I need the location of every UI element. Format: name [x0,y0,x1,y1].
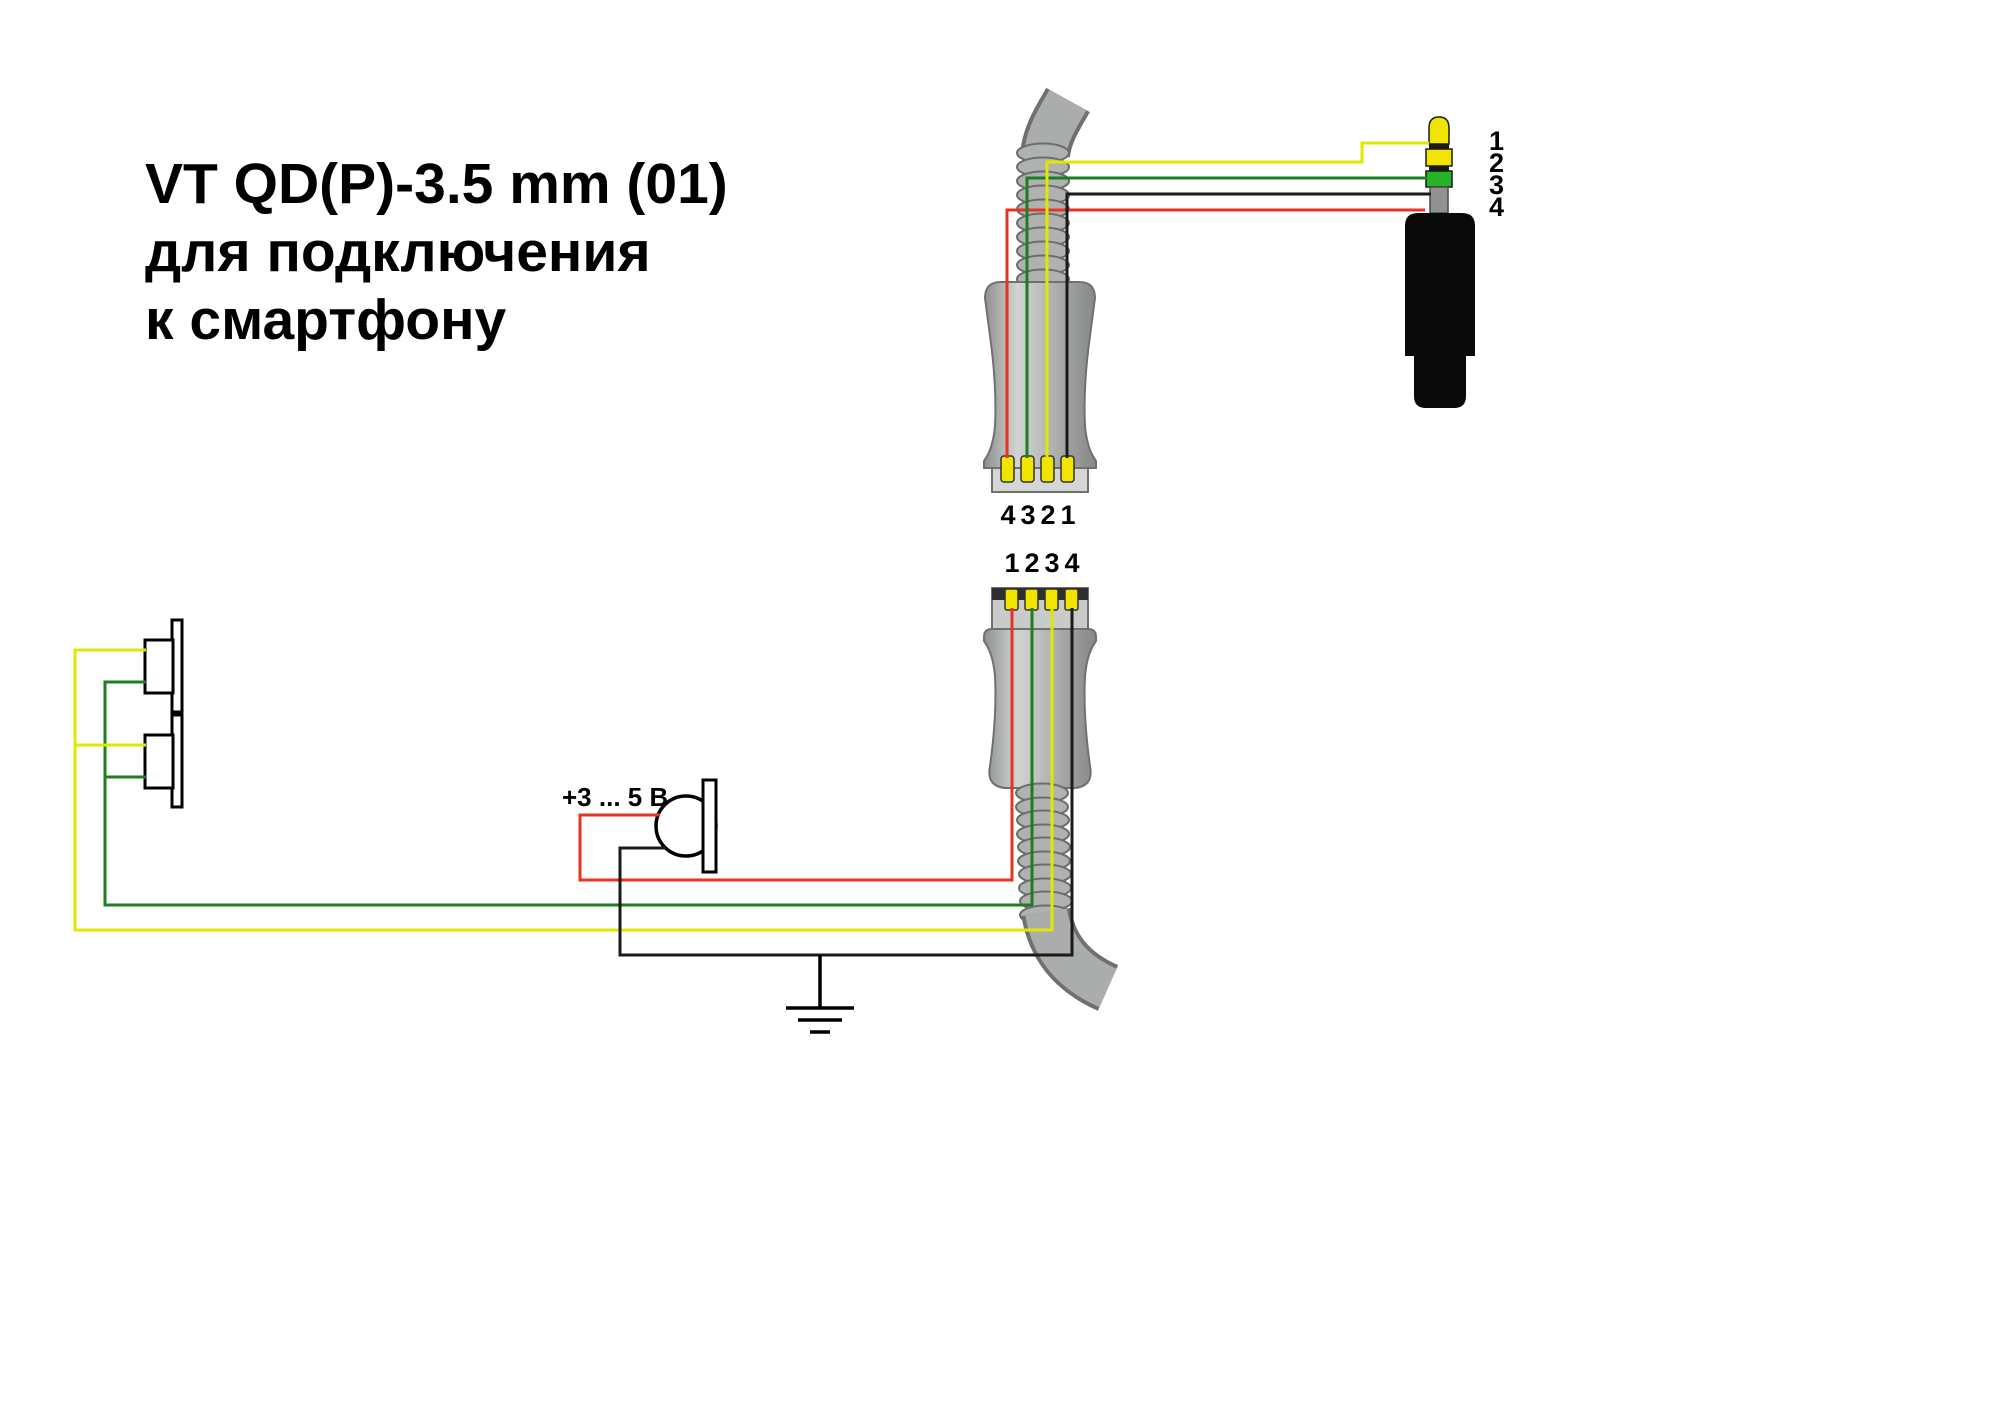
wire-green-top [1025,176,1427,458]
jack-pin-4-label: 4 [1489,192,1504,222]
connector-contacts-top [1000,455,1075,483]
ground-symbol [786,955,854,1034]
top-connector-pin-labels: 4 3 2 1 [1000,500,1075,530]
speaker-upper [143,618,184,714]
speaker-lower-box [143,733,175,790]
jack-pin-2-label: 2 [1489,148,1504,178]
wire-red-top [1005,208,1425,458]
microphone: +3 ... 5 В [562,778,718,874]
jack-handle-lower [1414,356,1466,408]
microphone-membrane [701,778,718,874]
bottom-pin-3-label: 3 [1044,548,1059,578]
qd-connector-bottom: 1 2 3 4 [983,548,1119,1011]
connector-contacts-bottom [1004,588,1079,611]
jack-separator-2 [1429,166,1449,171]
qd-connector-top: 4 3 2 1 [983,87,1097,530]
title-line-1: VT QD(P)-3.5 mm (01) [145,152,728,216]
jack-tip [1428,116,1450,145]
connector-body-bottom [983,628,1097,789]
top-pin-3-label: 3 [1020,500,1035,530]
strain-relief-top [1016,142,1070,290]
jack-pin-labels: 1 2 3 4 [1489,126,1504,222]
page-title: VT QD(P)-3.5 mm (01) для подключения к с… [145,150,728,354]
bottom-pin-2-label: 2 [1024,548,1039,578]
jack-ring-1 [1425,148,1453,167]
jack-pin-1-label: 1 [1489,126,1504,156]
wire-black-top [1065,192,1431,458]
wire-black-ground [618,608,1074,957]
top-pin-1-label: 1 [1060,500,1075,530]
jack-sleeve-shaft [1429,186,1449,214]
wire-red-mic [578,608,1014,882]
title-line-3: к смартфону [145,288,507,352]
wires-top [1005,141,1431,458]
jack-separator-1 [1429,144,1449,149]
wire-yellow-top [1045,141,1429,458]
speaker-upper-box [143,638,175,695]
wire-green-speakers [103,608,1034,907]
wire-yellow-speakers [73,608,1054,932]
jack-ring-2 [1425,170,1453,188]
bottom-pin-1-label: 1 [1004,548,1019,578]
strain-relief-bottom [1015,782,1073,926]
title-line-2: для подключения [145,220,651,284]
connector-body-top [983,281,1097,469]
bottom-pin-4-label: 4 [1064,548,1079,578]
jack-handle-upper [1405,213,1475,356]
speaker-lower [143,713,184,809]
cable-bottom [1025,907,1118,1008]
jack-pin-3-label: 3 [1489,170,1504,200]
mic-voltage-label: +3 ... 5 В [562,782,668,812]
top-pin-4-label: 4 [1000,500,1015,530]
bottom-connector-pin-labels: 1 2 3 4 [1004,548,1079,578]
top-pin-2-label: 2 [1040,500,1055,530]
jack-3-5mm: 1 2 3 4 [1405,116,1504,408]
wires-bottom [73,608,1074,957]
